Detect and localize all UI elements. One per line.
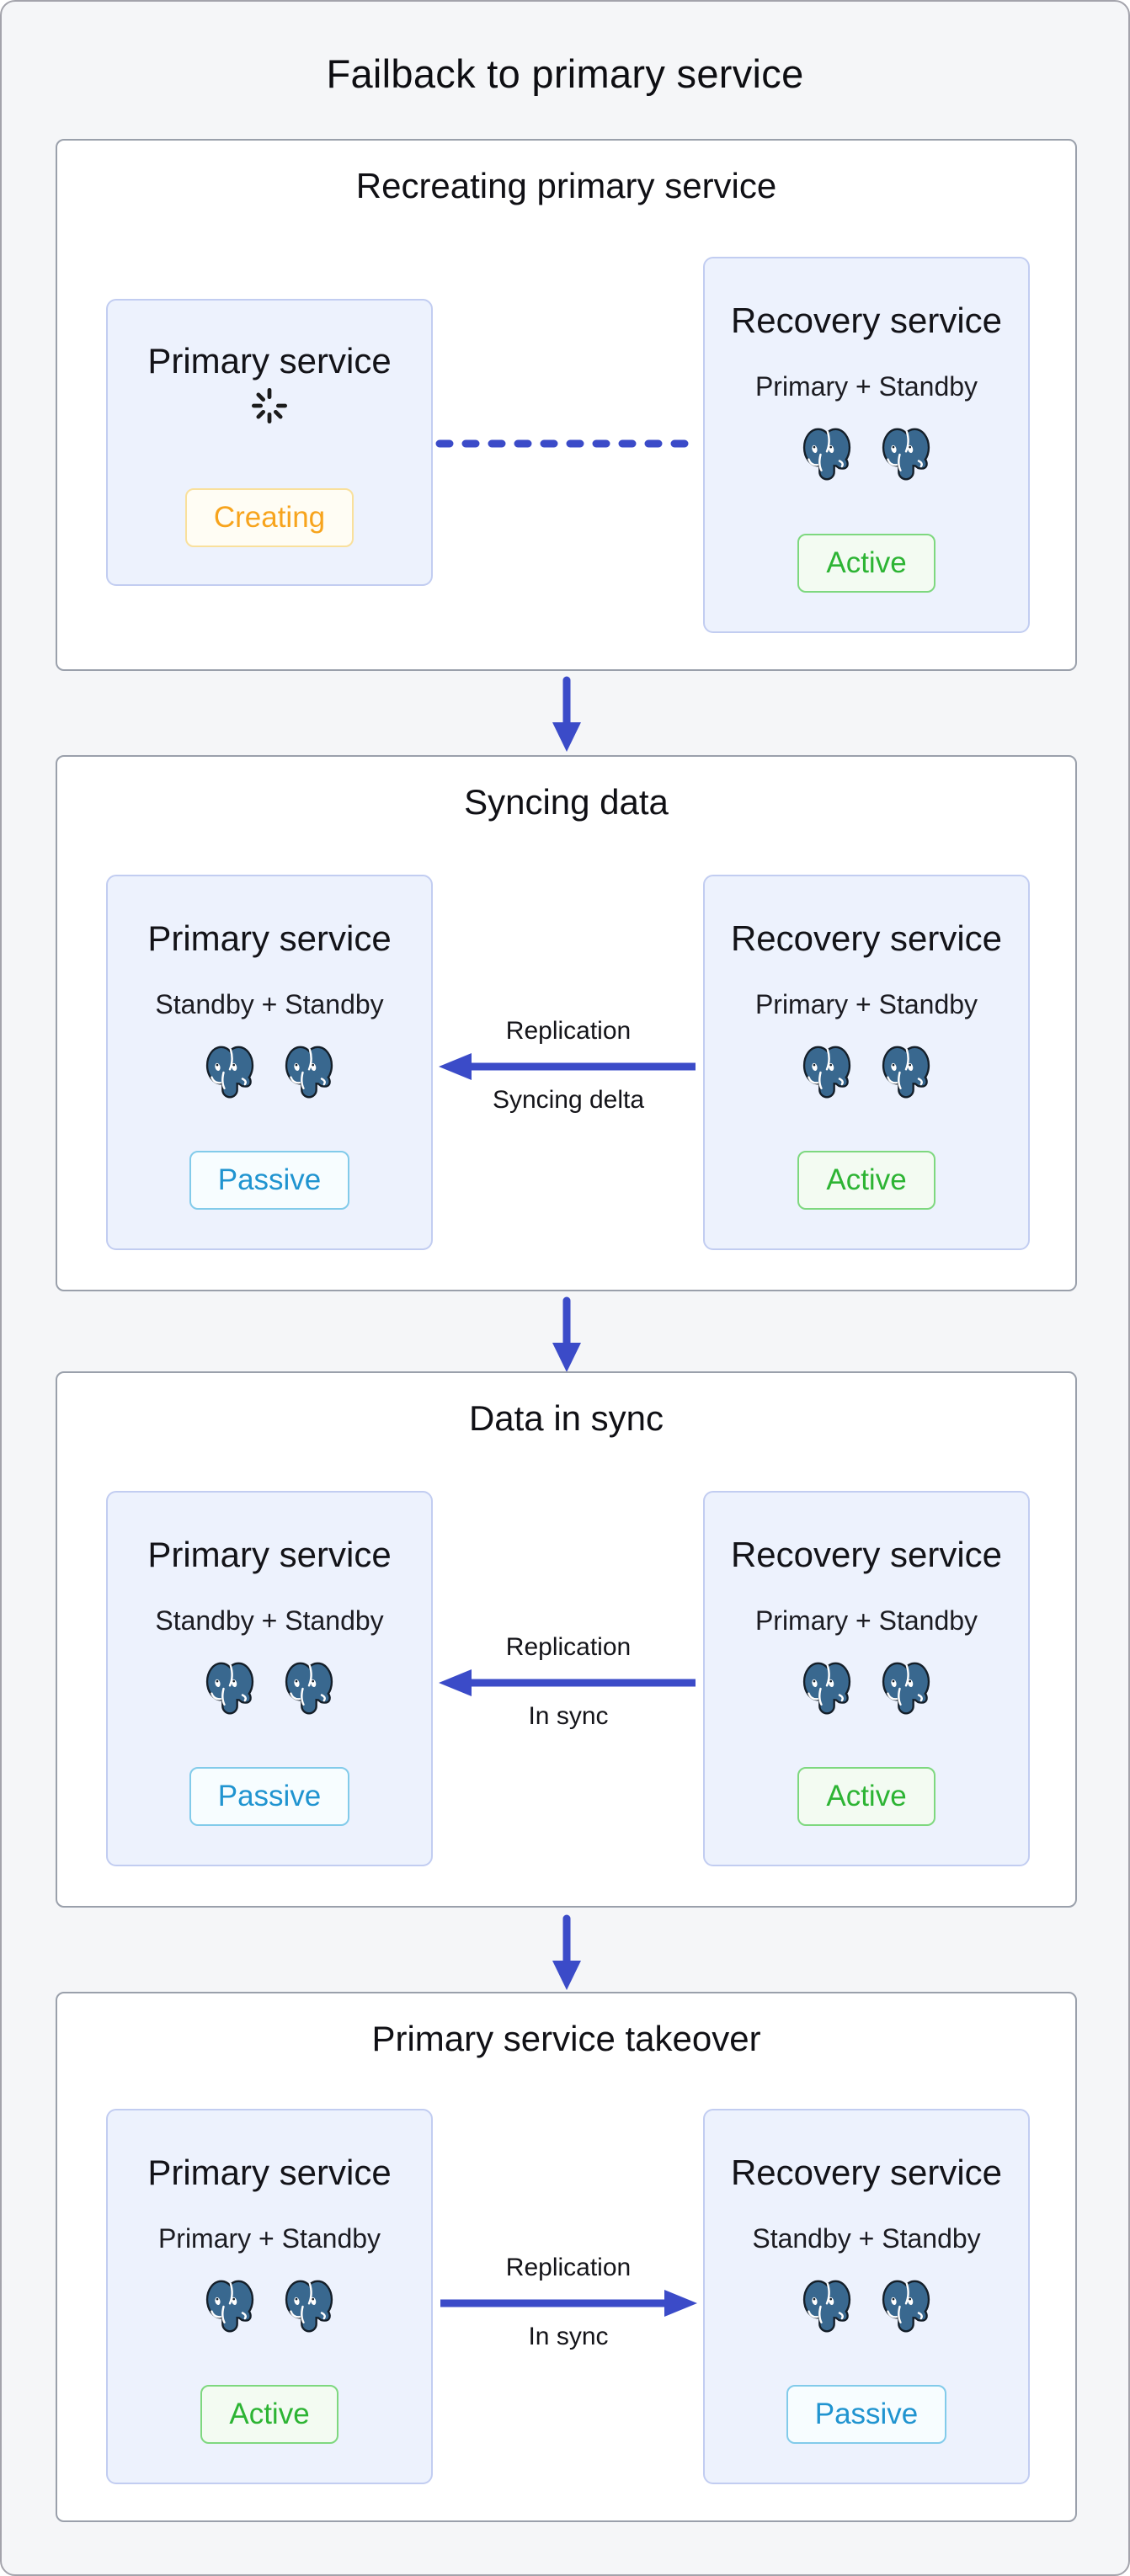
down-arrow-icon xyxy=(552,676,581,752)
stage-title: Primary service takeover xyxy=(371,2019,761,2058)
postgresql-elephant-icon xyxy=(881,1660,931,1717)
stage-panel-in-sync: Data in sync Primary service Standby + S… xyxy=(56,1371,1077,1908)
down-arrow-icon xyxy=(552,1296,581,1372)
sync-state-label: Syncing delta xyxy=(492,1086,645,1114)
primary-service-box: Primary service Primary + Standby xyxy=(106,2109,433,2484)
status-badge-active: Active xyxy=(797,1767,935,1826)
stage-panel-syncing: Syncing data Primary service Standby + S… xyxy=(56,755,1077,1291)
recovery-service-box: Recovery service Primary + Standby xyxy=(703,875,1030,1250)
service-box-subtitle: Primary + Standby xyxy=(157,2223,381,2254)
sync-state-label: In sync xyxy=(528,1702,609,1730)
service-box-subtitle: Standby + Standby xyxy=(155,989,384,1019)
recovery-service-box: Recovery service Primary + Standby xyxy=(703,1491,1030,1866)
loading-spinner-icon xyxy=(245,381,294,430)
stage-title: Recreating primary service xyxy=(355,166,777,205)
postgresql-elephant-icon xyxy=(205,1044,255,1101)
stage-title: Data in sync xyxy=(468,1398,664,1438)
stage-panel-takeover: Primary service takeover Primary service… xyxy=(56,1992,1077,2522)
database-icons-row xyxy=(802,1660,931,1717)
replication-label: Replication xyxy=(505,1633,632,1661)
recovery-service-box: Recovery service Primary + Standby xyxy=(703,257,1030,633)
right-arrow-icon xyxy=(440,2290,697,2317)
database-icons-row xyxy=(205,1044,334,1101)
service-box-title: Primary service xyxy=(147,341,392,381)
database-icons-row xyxy=(802,1044,931,1101)
service-box-subtitle: Standby + Standby xyxy=(155,1605,384,1636)
stage-panel-recreating: Recreating primary service Primary servi… xyxy=(56,139,1077,671)
database-icons-row xyxy=(205,2278,334,2335)
service-box-subtitle: Standby + Standby xyxy=(752,2223,981,2254)
service-box-title: Primary service xyxy=(147,1535,392,1574)
postgresql-elephant-icon xyxy=(205,2278,255,2335)
service-box-subtitle: Primary + Standby xyxy=(754,371,978,402)
service-box-subtitle: Primary + Standby xyxy=(754,989,978,1019)
database-icons-row xyxy=(802,426,931,483)
service-box-title: Primary service xyxy=(147,918,392,958)
postgresql-elephant-icon xyxy=(881,1044,931,1101)
primary-service-box: Primary service Standby + Standby xyxy=(106,875,433,1250)
primary-service-box: Primary service Standby + Standby xyxy=(106,1491,433,1866)
postgresql-elephant-icon xyxy=(284,2278,334,2335)
database-icons-row xyxy=(205,1660,334,1717)
left-arrow-icon xyxy=(439,1053,696,1080)
recovery-service-box: Recovery service Standby + Standby xyxy=(703,2109,1030,2484)
status-badge-passive: Passive xyxy=(189,1151,350,1210)
status-badge-creating: Creating xyxy=(184,488,354,547)
database-icons-row xyxy=(802,2278,931,2335)
page-title: Failback to primary service xyxy=(326,51,804,96)
status-badge-passive: Passive xyxy=(786,2385,947,2444)
replication-label: Replication xyxy=(505,2254,632,2281)
postgresql-elephant-icon xyxy=(802,426,852,483)
postgresql-elephant-icon xyxy=(802,1660,852,1717)
dashed-connection-line xyxy=(435,439,701,448)
service-box-title: Recovery service xyxy=(730,2153,1003,2192)
service-box-title: Recovery service xyxy=(730,301,1003,340)
replication-label: Replication xyxy=(505,1017,632,1045)
postgresql-elephant-icon xyxy=(881,2278,931,2335)
status-badge-active: Active xyxy=(797,1151,935,1210)
status-badge-passive: Passive xyxy=(189,1767,350,1826)
stage-title: Syncing data xyxy=(464,782,669,822)
primary-service-box: Primary service Creating xyxy=(106,299,433,586)
postgresql-elephant-icon xyxy=(802,2278,852,2335)
postgresql-elephant-icon xyxy=(205,1660,255,1717)
postgresql-elephant-icon xyxy=(284,1044,334,1101)
service-box-title: Primary service xyxy=(147,2153,392,2192)
postgresql-elephant-icon xyxy=(802,1044,852,1101)
down-arrow-icon xyxy=(552,1914,581,1990)
postgresql-elephant-icon xyxy=(881,426,931,483)
sync-state-label: In sync xyxy=(528,2323,609,2350)
status-badge-active: Active xyxy=(797,534,935,593)
service-box-title: Recovery service xyxy=(730,1535,1003,1574)
service-box-title: Recovery service xyxy=(730,918,1003,958)
service-box-subtitle: Primary + Standby xyxy=(754,1605,978,1636)
status-badge-active: Active xyxy=(200,2385,338,2444)
left-arrow-icon xyxy=(439,1669,696,1696)
postgresql-elephant-icon xyxy=(284,1660,334,1717)
